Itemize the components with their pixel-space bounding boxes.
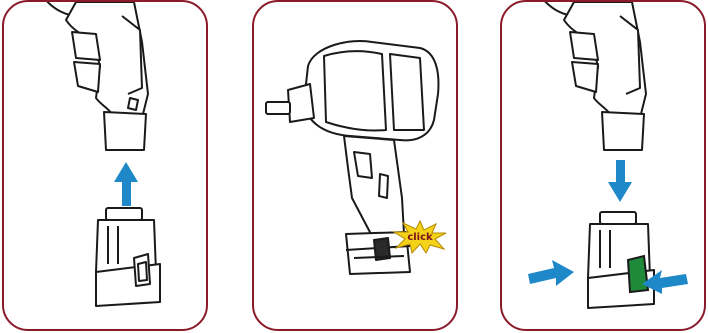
panel-insert-battery: click [252, 0, 458, 331]
up-arrow-icon [114, 162, 138, 206]
right-arrow-icon [528, 260, 574, 286]
tool-handle-drawing [44, 2, 148, 150]
down-arrow-icon [608, 160, 632, 202]
click-label: click [392, 220, 448, 254]
tool-handle-drawing [542, 2, 646, 150]
panel-remove-battery [2, 0, 208, 331]
click-callout: click [392, 220, 448, 254]
panel-press-release-buttons [500, 0, 706, 331]
battery-pack-drawing [96, 208, 160, 306]
release-button-icon [628, 256, 648, 292]
